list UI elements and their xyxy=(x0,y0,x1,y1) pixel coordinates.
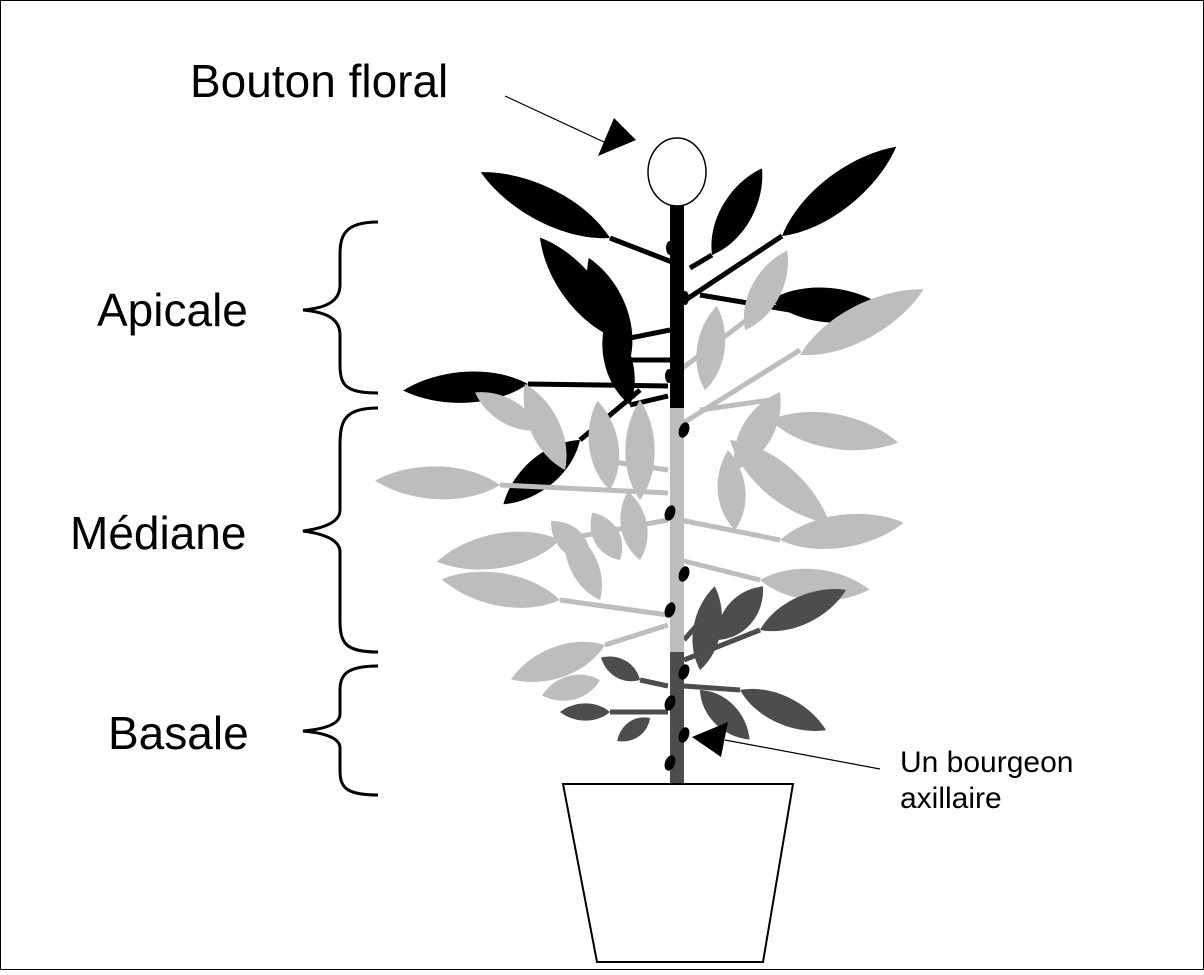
flower-bud-label: Bouton floral xyxy=(190,58,448,104)
flower-pot xyxy=(563,784,793,962)
zone-braces xyxy=(303,222,378,795)
median-leaf xyxy=(691,304,730,392)
apical-leaf xyxy=(771,133,907,249)
basal-leaf xyxy=(612,711,655,748)
flower-bud-arrow-line xyxy=(505,96,604,142)
apical-petiole xyxy=(690,255,712,268)
axillary-bud-arrowhead xyxy=(692,722,728,757)
axillary-bud xyxy=(665,369,673,383)
axillary-bud xyxy=(666,241,674,255)
median-leaf xyxy=(778,506,906,556)
brace-apical xyxy=(303,222,378,393)
axillary-bud-label-line2: axillaire xyxy=(900,781,1002,817)
basal-leaf xyxy=(596,649,644,688)
apical-petiole xyxy=(528,384,668,386)
median-zone-label: Médiane xyxy=(70,510,246,556)
basal-zone-label: Basale xyxy=(108,710,249,756)
apical-zone-label: Apicale xyxy=(97,287,248,333)
axillary-bud-arrow-line xyxy=(725,740,880,769)
axillary-bud xyxy=(681,291,689,305)
basal-leaves xyxy=(560,577,852,749)
median-leaf xyxy=(767,403,901,460)
median-petiole xyxy=(560,600,668,615)
apical-petiole xyxy=(630,396,668,405)
flower-bud-arrowhead xyxy=(598,118,636,156)
median-petiole xyxy=(605,625,668,645)
median-leaf xyxy=(625,400,654,500)
apical-leaf xyxy=(473,157,618,254)
basal-petiole xyxy=(640,680,668,686)
median-leaf xyxy=(375,464,501,501)
apical-petiole xyxy=(610,238,672,262)
brace-median xyxy=(303,408,378,652)
median-leaf xyxy=(439,563,563,616)
flower-bud xyxy=(648,138,706,206)
median-leaf xyxy=(434,523,563,579)
brace-basal xyxy=(303,666,378,795)
median-petiole xyxy=(680,560,760,580)
median-leaves xyxy=(375,244,932,708)
basal-petiole xyxy=(684,686,740,690)
flower-bud-arrow xyxy=(505,96,636,156)
basal-leaf xyxy=(734,677,832,742)
axillary-bud-arrow xyxy=(692,722,880,769)
axillary-bud-label-line1: Un bourgeon xyxy=(900,745,1073,781)
median-leaf xyxy=(583,399,625,492)
basal-leaf xyxy=(560,703,610,720)
